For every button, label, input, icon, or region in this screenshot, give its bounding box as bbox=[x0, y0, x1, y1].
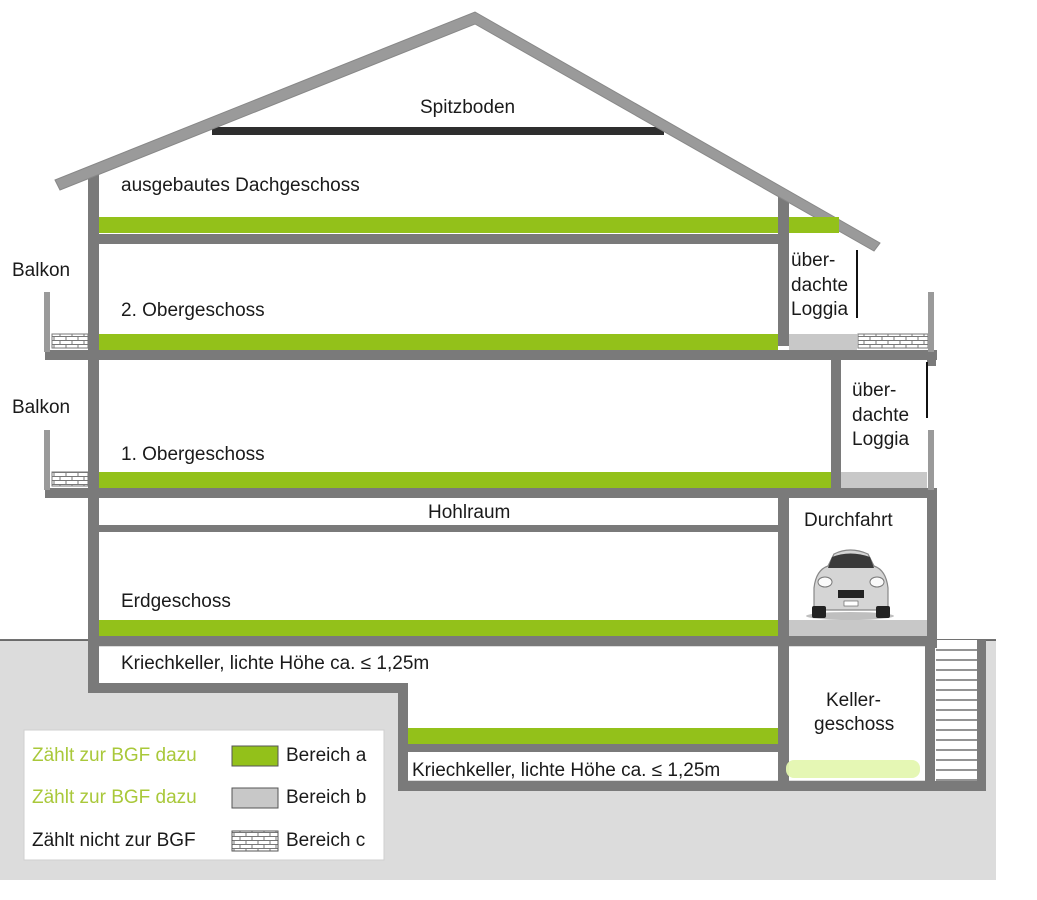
legend-a-area: Bereich a bbox=[286, 745, 367, 766]
label-loggia-top-3: Loggia bbox=[791, 299, 849, 320]
label-dachgeschoss: ausgebautes Dachgeschoss bbox=[121, 175, 360, 196]
legend-swatch-c bbox=[231, 830, 279, 852]
label-loggia-top-1: über- bbox=[791, 250, 836, 271]
legend-c-text: Zählt nicht zur BGF bbox=[32, 830, 196, 851]
legend-b-text: Zählt zur BGF dazu bbox=[32, 787, 197, 808]
building-interior bbox=[92, 175, 937, 640]
balcony-railings bbox=[44, 292, 934, 490]
label-loggia-mid-3: Loggia bbox=[852, 429, 910, 450]
label-balkon-mid: Balkon bbox=[12, 397, 71, 418]
label-erdgeschoss: Erdgeschoss bbox=[121, 591, 231, 612]
green-smudge bbox=[786, 760, 920, 778]
label-kellergeschoss-2: geschoss bbox=[814, 714, 895, 735]
roof bbox=[54, 11, 881, 252]
label-hohlraum: Hohlraum bbox=[428, 502, 511, 523]
stair-interior bbox=[935, 640, 979, 786]
legend-swatch-a bbox=[231, 745, 279, 767]
legend-box bbox=[23, 729, 385, 861]
stairs bbox=[936, 649, 977, 781]
label-og1: 1. Obergeschoss bbox=[121, 444, 265, 465]
label-durchfahrt: Durchfahrt bbox=[804, 510, 893, 531]
car-icon bbox=[806, 549, 894, 620]
legend-c-area: Bereich c bbox=[286, 830, 366, 851]
label-loggia-mid-2: dachte bbox=[852, 405, 910, 426]
basement-upper-interior bbox=[99, 647, 778, 687]
label-loggia-mid-1: über- bbox=[852, 380, 897, 401]
label-kellergeschoss-1: Keller- bbox=[826, 690, 881, 711]
label-kriechkeller-upper: Kriechkeller, lichte Höhe ca. ≤ 1,25m bbox=[121, 653, 430, 674]
walls bbox=[45, 175, 986, 791]
kellergeschoss-interior bbox=[787, 647, 927, 780]
legend-swatch-b bbox=[231, 787, 279, 809]
bereich-c-balconies bbox=[51, 333, 929, 487]
label-balkon-top: Balkon bbox=[12, 260, 71, 281]
legend-b-area: Bereich b bbox=[286, 787, 367, 808]
label-kriechkeller-lower: Kriechkeller, lichte Höhe ca. ≤ 1,25m bbox=[412, 760, 721, 781]
bereich-a-floors bbox=[99, 217, 839, 744]
label-og2: 2. Obergeschoss bbox=[121, 300, 265, 321]
legend-a-text: Zählt zur BGF dazu bbox=[32, 745, 197, 766]
bereich-b-floors bbox=[789, 334, 927, 636]
label-loggia-top-2: dachte bbox=[791, 275, 849, 296]
spitzboden-beam bbox=[212, 127, 664, 135]
label-spitzboden: Spitzboden bbox=[420, 97, 516, 118]
